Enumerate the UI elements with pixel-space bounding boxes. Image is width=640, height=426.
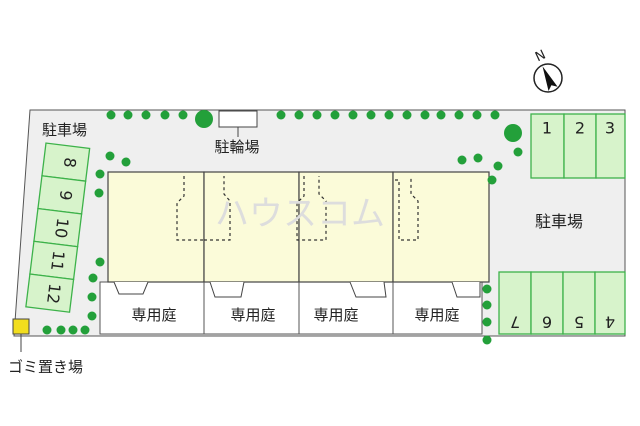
tree bbox=[472, 110, 482, 120]
space-number-8: 8 bbox=[60, 156, 80, 168]
compass-needle-icon bbox=[542, 66, 558, 91]
compass: N bbox=[533, 48, 563, 93]
balcony-3 bbox=[349, 281, 387, 298]
parking-ne-spaces bbox=[530, 113, 626, 179]
tree bbox=[420, 110, 430, 120]
balconies bbox=[113, 281, 481, 298]
space-number-12: 12 bbox=[43, 282, 64, 305]
tree bbox=[436, 110, 446, 120]
bicycle-parking-label: 駐輪場 bbox=[214, 138, 259, 156]
tree bbox=[490, 110, 500, 120]
space-number-11: 11 bbox=[47, 250, 68, 273]
tree bbox=[454, 110, 464, 120]
tree bbox=[457, 155, 467, 165]
bicycle-parking-box[interactable] bbox=[218, 110, 258, 128]
tree bbox=[473, 153, 483, 163]
apartment-building bbox=[107, 171, 490, 283]
compass-label: N bbox=[533, 48, 548, 66]
garbage-area-box[interactable] bbox=[12, 318, 30, 335]
tree bbox=[330, 110, 340, 120]
space-number-10: 10 bbox=[51, 217, 72, 240]
parking-west-spaces bbox=[25, 142, 91, 313]
tree bbox=[294, 110, 304, 120]
space-number-9: 9 bbox=[56, 189, 76, 201]
parking-east-label: 駐車場 bbox=[535, 212, 583, 231]
tree bbox=[123, 110, 133, 120]
tree bbox=[68, 325, 78, 335]
tree bbox=[105, 151, 115, 161]
tree bbox=[80, 325, 90, 335]
space-number-7: 7 bbox=[510, 313, 520, 332]
parking-se-spaces bbox=[498, 271, 626, 335]
balcony-1 bbox=[113, 281, 149, 295]
space-number-3: 3 bbox=[605, 119, 615, 138]
unit-2[interactable] bbox=[203, 171, 300, 283]
garden-label-1: 専用庭 bbox=[131, 306, 176, 324]
tree bbox=[384, 110, 394, 120]
space-number-1: 1 bbox=[542, 119, 552, 138]
tree bbox=[56, 325, 66, 335]
tree bbox=[42, 325, 52, 335]
tree bbox=[87, 311, 97, 321]
balcony-4 bbox=[451, 281, 481, 298]
tree bbox=[482, 317, 492, 327]
tree bbox=[482, 335, 492, 345]
tree bbox=[95, 257, 105, 267]
garbage-area-label: ゴミ置き場 bbox=[8, 358, 83, 376]
parking-space-2[interactable] bbox=[563, 113, 597, 179]
unit-2-interior bbox=[204, 176, 231, 241]
space-number-5: 5 bbox=[574, 313, 584, 332]
parking-space-5[interactable] bbox=[562, 271, 596, 335]
space-number-4: 4 bbox=[605, 313, 615, 332]
garden-label-3: 専用庭 bbox=[313, 306, 358, 324]
garden-label-4: 専用庭 bbox=[414, 306, 459, 324]
tree bbox=[95, 169, 105, 179]
space-number-6: 6 bbox=[542, 313, 552, 332]
garden-dividers bbox=[203, 282, 394, 334]
unit-4[interactable] bbox=[392, 171, 490, 283]
trees bbox=[42, 110, 523, 345]
parking-west-numbers: 8 9 10 11 12 bbox=[43, 156, 80, 304]
tree bbox=[94, 188, 104, 198]
tree bbox=[482, 284, 492, 294]
parking-space-1[interactable] bbox=[530, 113, 565, 179]
unit-1-interior bbox=[176, 176, 204, 241]
parking-west: 8 9 10 11 12 bbox=[25, 142, 91, 313]
tree bbox=[106, 110, 116, 120]
balcony-2 bbox=[209, 281, 245, 298]
parking-space-3[interactable] bbox=[595, 113, 626, 179]
tree bbox=[87, 292, 97, 302]
parking-west-label: 駐車場 bbox=[42, 121, 87, 139]
tree bbox=[141, 110, 151, 120]
tree bbox=[487, 175, 497, 185]
garden-label-2: 専用庭 bbox=[230, 306, 275, 324]
tree bbox=[88, 273, 98, 283]
tree bbox=[366, 110, 376, 120]
parking-space-12[interactable] bbox=[25, 273, 75, 313]
tree bbox=[160, 110, 170, 120]
large-tree bbox=[504, 124, 522, 142]
parking-space-4[interactable] bbox=[594, 271, 626, 335]
watermark: ハウスコム bbox=[215, 194, 385, 234]
tree bbox=[348, 110, 358, 120]
tree bbox=[482, 300, 492, 310]
unit-3[interactable] bbox=[298, 171, 394, 283]
parking-space-7[interactable] bbox=[498, 271, 532, 335]
tree bbox=[121, 157, 131, 167]
tree bbox=[312, 110, 322, 120]
large-tree bbox=[195, 110, 213, 128]
tree bbox=[493, 161, 503, 171]
tree bbox=[513, 147, 523, 157]
tree bbox=[178, 110, 188, 120]
tree bbox=[402, 110, 412, 120]
space-number-2: 2 bbox=[575, 119, 585, 138]
tree bbox=[276, 110, 286, 120]
unit-1[interactable] bbox=[107, 171, 205, 283]
unit-interior-lines bbox=[176, 176, 419, 241]
